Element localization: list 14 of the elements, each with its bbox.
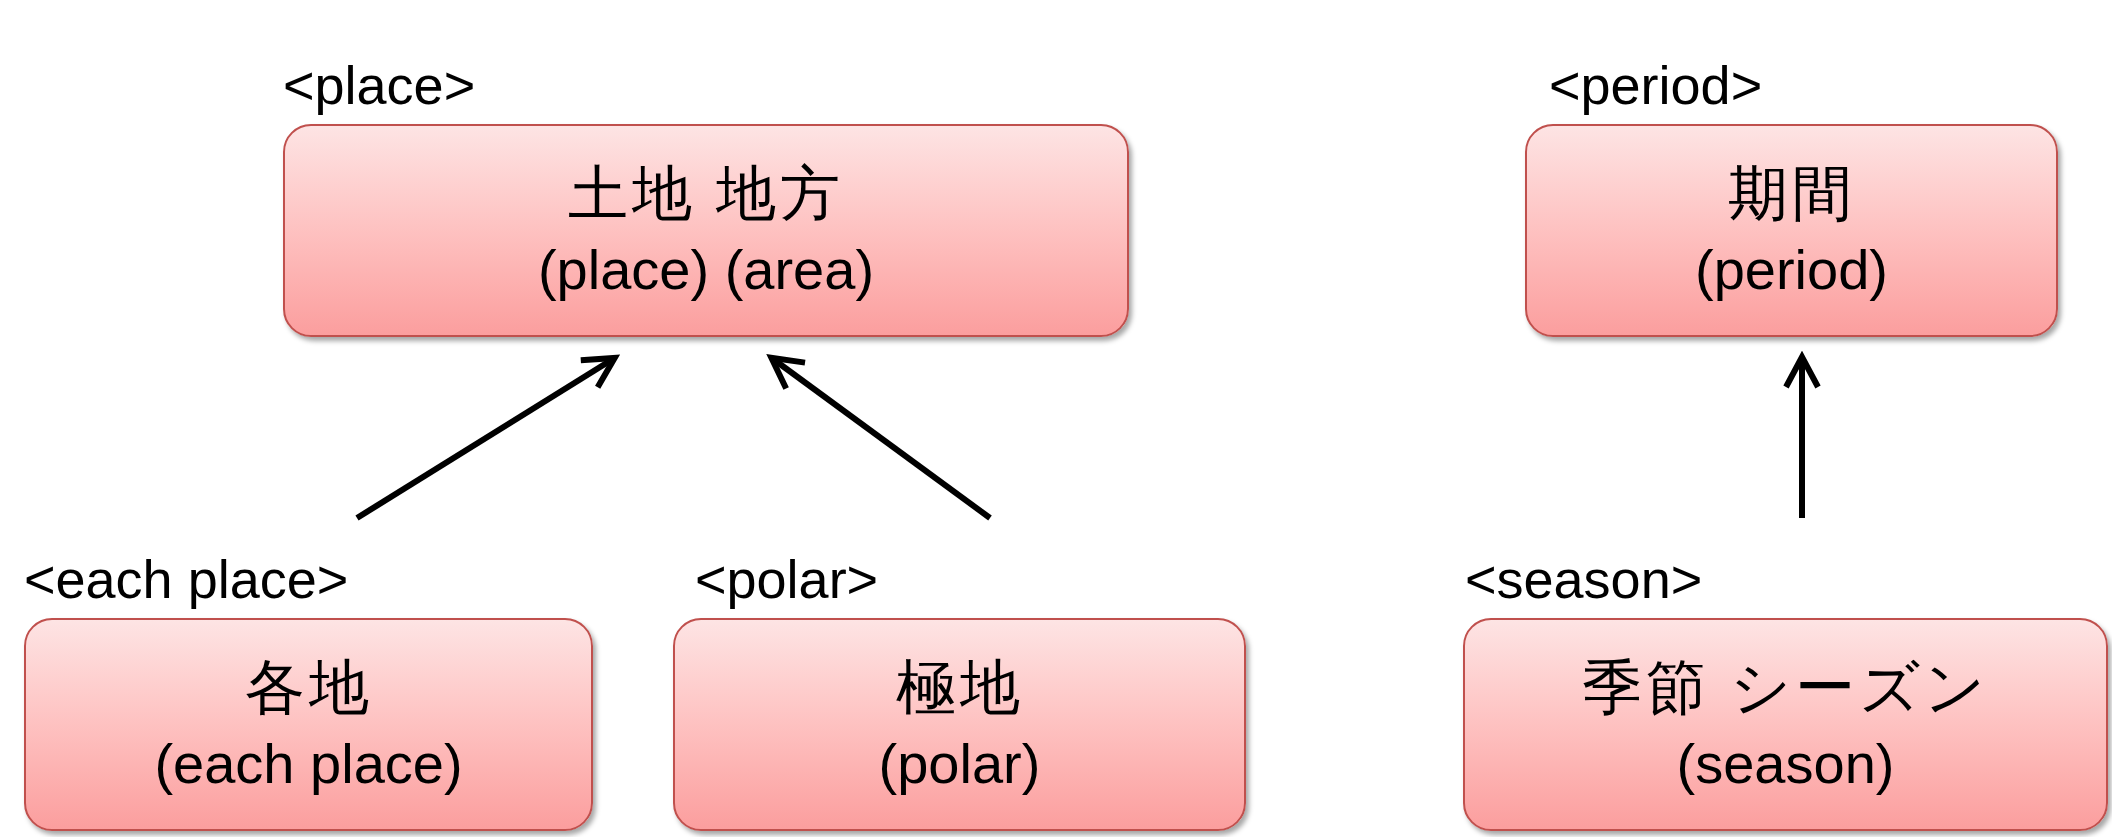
arrow	[1783, 354, 1821, 518]
japanese-term: 極地	[895, 653, 1024, 723]
english-gloss: (each place)	[154, 731, 463, 797]
japanese-term: 季節 シーズン	[1581, 653, 1990, 723]
arrow	[355, 354, 618, 521]
japanese-term: 期間	[1727, 159, 1856, 229]
english-gloss: (period)	[1695, 237, 1888, 303]
box-heading: <season>	[1465, 552, 1703, 606]
japanese-term: 各地	[244, 653, 373, 723]
japanese-term: 土地 地方	[567, 159, 845, 229]
arrow	[768, 354, 992, 521]
english-gloss: (place) (area)	[537, 237, 875, 303]
english-gloss: (polar)	[878, 731, 1041, 797]
english-gloss: (season)	[1676, 731, 1895, 797]
